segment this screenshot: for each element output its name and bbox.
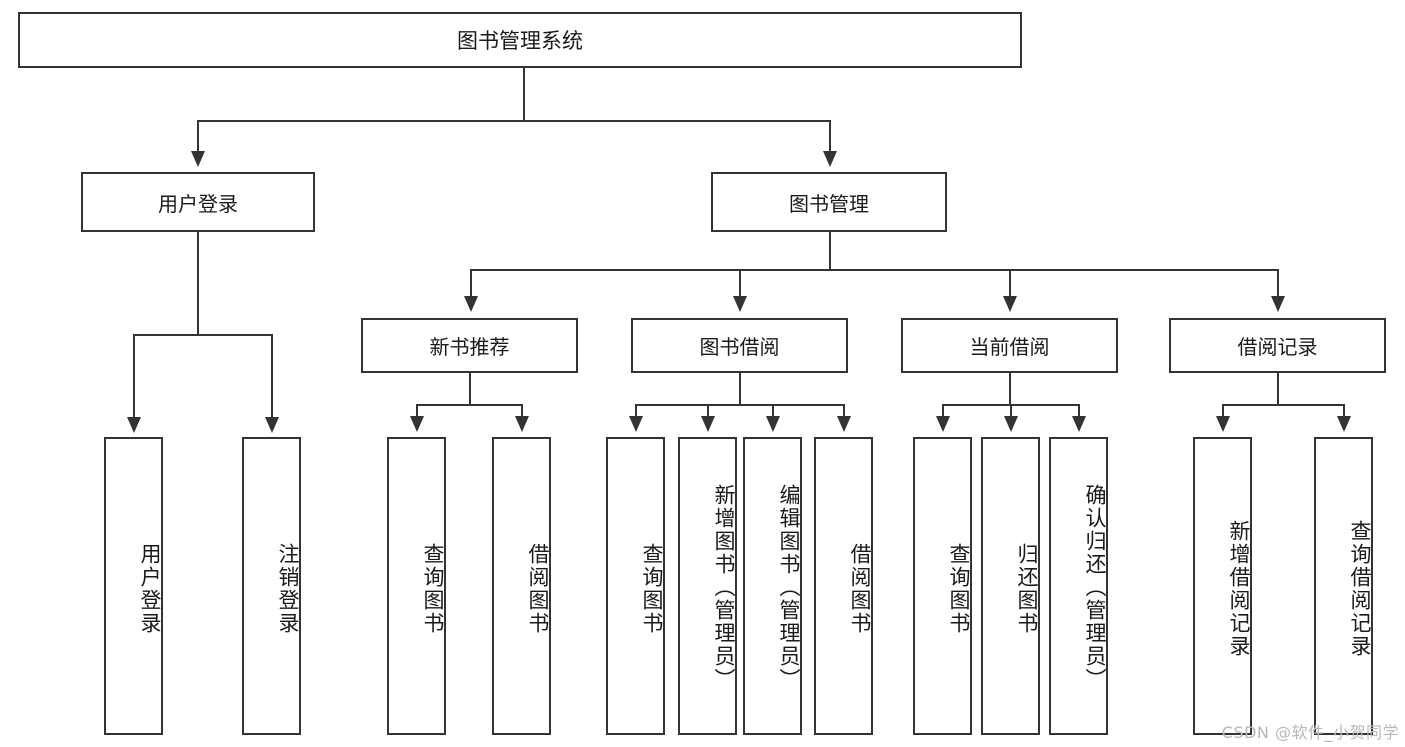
edge-user-login-stem — [197, 232, 199, 336]
edge-borrow-record-to-leaf-1 — [1222, 404, 1224, 418]
edge-borrow-record-bar — [1222, 404, 1344, 406]
node-new-book-recommend[interactable]: 新书推荐 — [361, 318, 578, 373]
edge-book-borrow-to-leaf-1 — [635, 404, 637, 418]
arrow-bm-to-borrow-record — [1271, 296, 1285, 312]
node-book-management[interactable]: 图书管理 — [711, 172, 947, 232]
edge-bm-to-book-borrow — [739, 269, 741, 299]
edge-user-login-to-leaf-1 — [133, 334, 135, 420]
arrow-book-borrow-to-leaf-1 — [629, 416, 643, 432]
edge-book-borrow-stem — [739, 373, 741, 405]
edge-book-management-bar — [470, 269, 1278, 271]
arrow-current-borrow-to-leaf-3 — [1072, 416, 1086, 432]
node-user-login[interactable]: 用户登录 — [81, 172, 315, 232]
edge-new-book-to-leaf-2 — [521, 404, 523, 418]
edge-new-book-stem — [469, 373, 471, 405]
edge-book-borrow-to-leaf-4 — [843, 404, 845, 418]
edge-root-bar — [197, 120, 831, 122]
edge-root-stem — [523, 68, 525, 120]
arrow-user-login-to-leaf-2 — [265, 417, 279, 433]
csdn-watermark: CSDN @软件_小贺同学 — [1221, 723, 1399, 742]
arrow-root-to-book-management — [823, 151, 837, 167]
edge-book-borrow-to-leaf-2 — [707, 404, 709, 418]
leaf-book-borrow-2[interactable]: 新增图书（管理员） — [678, 437, 737, 735]
edge-book-management-stem — [829, 232, 831, 270]
edge-root-to-user-login — [197, 120, 199, 154]
arrow-book-borrow-to-leaf-3 — [766, 416, 780, 432]
node-current-borrow[interactable]: 当前借阅 — [901, 318, 1118, 373]
leaf-book-borrow-3[interactable]: 编辑图书（管理员） — [743, 437, 802, 735]
leaf-current-borrow-2[interactable]: 归还图书 — [981, 437, 1040, 735]
arrow-borrow-record-to-leaf-2 — [1337, 416, 1351, 432]
node-borrow-record[interactable]: 借阅记录 — [1169, 318, 1386, 373]
leaf-book-borrow-1[interactable]: 查询图书 — [606, 437, 665, 735]
leaf-user-login-2[interactable]: 注销登录 — [242, 437, 301, 735]
leaf-borrow-record-1[interactable]: 新增借阅记录 — [1193, 437, 1252, 735]
edge-bm-to-new-book — [470, 269, 472, 299]
leaf-user-login-1[interactable]: 用户登录 — [104, 437, 163, 735]
leaf-book-borrow-4[interactable]: 借阅图书 — [814, 437, 873, 735]
arrow-user-login-to-leaf-1 — [127, 417, 141, 433]
edge-book-borrow-bar — [635, 404, 844, 406]
arrow-new-book-to-leaf-2 — [515, 416, 529, 432]
arrow-root-to-user-login — [191, 151, 205, 167]
edge-new-book-to-leaf-1 — [416, 404, 418, 418]
leaf-current-borrow-1[interactable]: 查询图书 — [913, 437, 972, 735]
edge-current-borrow-stem — [1009, 373, 1011, 405]
leaf-current-borrow-3[interactable]: 确认归还（管理员） — [1049, 437, 1108, 735]
arrow-borrow-record-to-leaf-1 — [1216, 416, 1230, 432]
edge-new-book-bar — [416, 404, 522, 406]
edge-book-borrow-to-leaf-3 — [772, 404, 774, 418]
edge-bm-to-borrow-record — [1277, 269, 1279, 299]
leaf-new-book-recommend-2[interactable]: 借阅图书 — [492, 437, 551, 735]
arrow-book-borrow-to-leaf-2 — [701, 416, 715, 432]
edge-current-borrow-to-leaf-2 — [1010, 404, 1012, 418]
edge-current-borrow-to-leaf-1 — [942, 404, 944, 418]
arrow-current-borrow-to-leaf-1 — [936, 416, 950, 432]
leaf-borrow-record-2[interactable]: 查询借阅记录 — [1314, 437, 1373, 735]
arrow-bm-to-book-borrow — [733, 296, 747, 312]
edge-borrow-record-stem — [1277, 373, 1279, 405]
edge-user-login-to-leaf-2 — [271, 334, 273, 420]
arrow-bm-to-current-borrow — [1003, 296, 1017, 312]
arrow-bm-to-new-book — [464, 296, 478, 312]
node-book-borrow[interactable]: 图书借阅 — [631, 318, 848, 373]
edge-bm-to-current-borrow — [1009, 269, 1011, 299]
arrow-new-book-to-leaf-1 — [410, 416, 424, 432]
edge-current-borrow-to-leaf-3 — [1078, 404, 1080, 418]
edge-borrow-record-to-leaf-2 — [1343, 404, 1345, 418]
edge-root-to-book-management — [829, 120, 831, 154]
arrow-book-borrow-to-leaf-4 — [837, 416, 851, 432]
node-root-book-management-system[interactable]: 图书管理系统 — [18, 12, 1022, 68]
edge-user-login-bar — [133, 334, 273, 336]
leaf-new-book-recommend-1[interactable]: 查询图书 — [387, 437, 446, 735]
arrow-current-borrow-to-leaf-2 — [1004, 416, 1018, 432]
